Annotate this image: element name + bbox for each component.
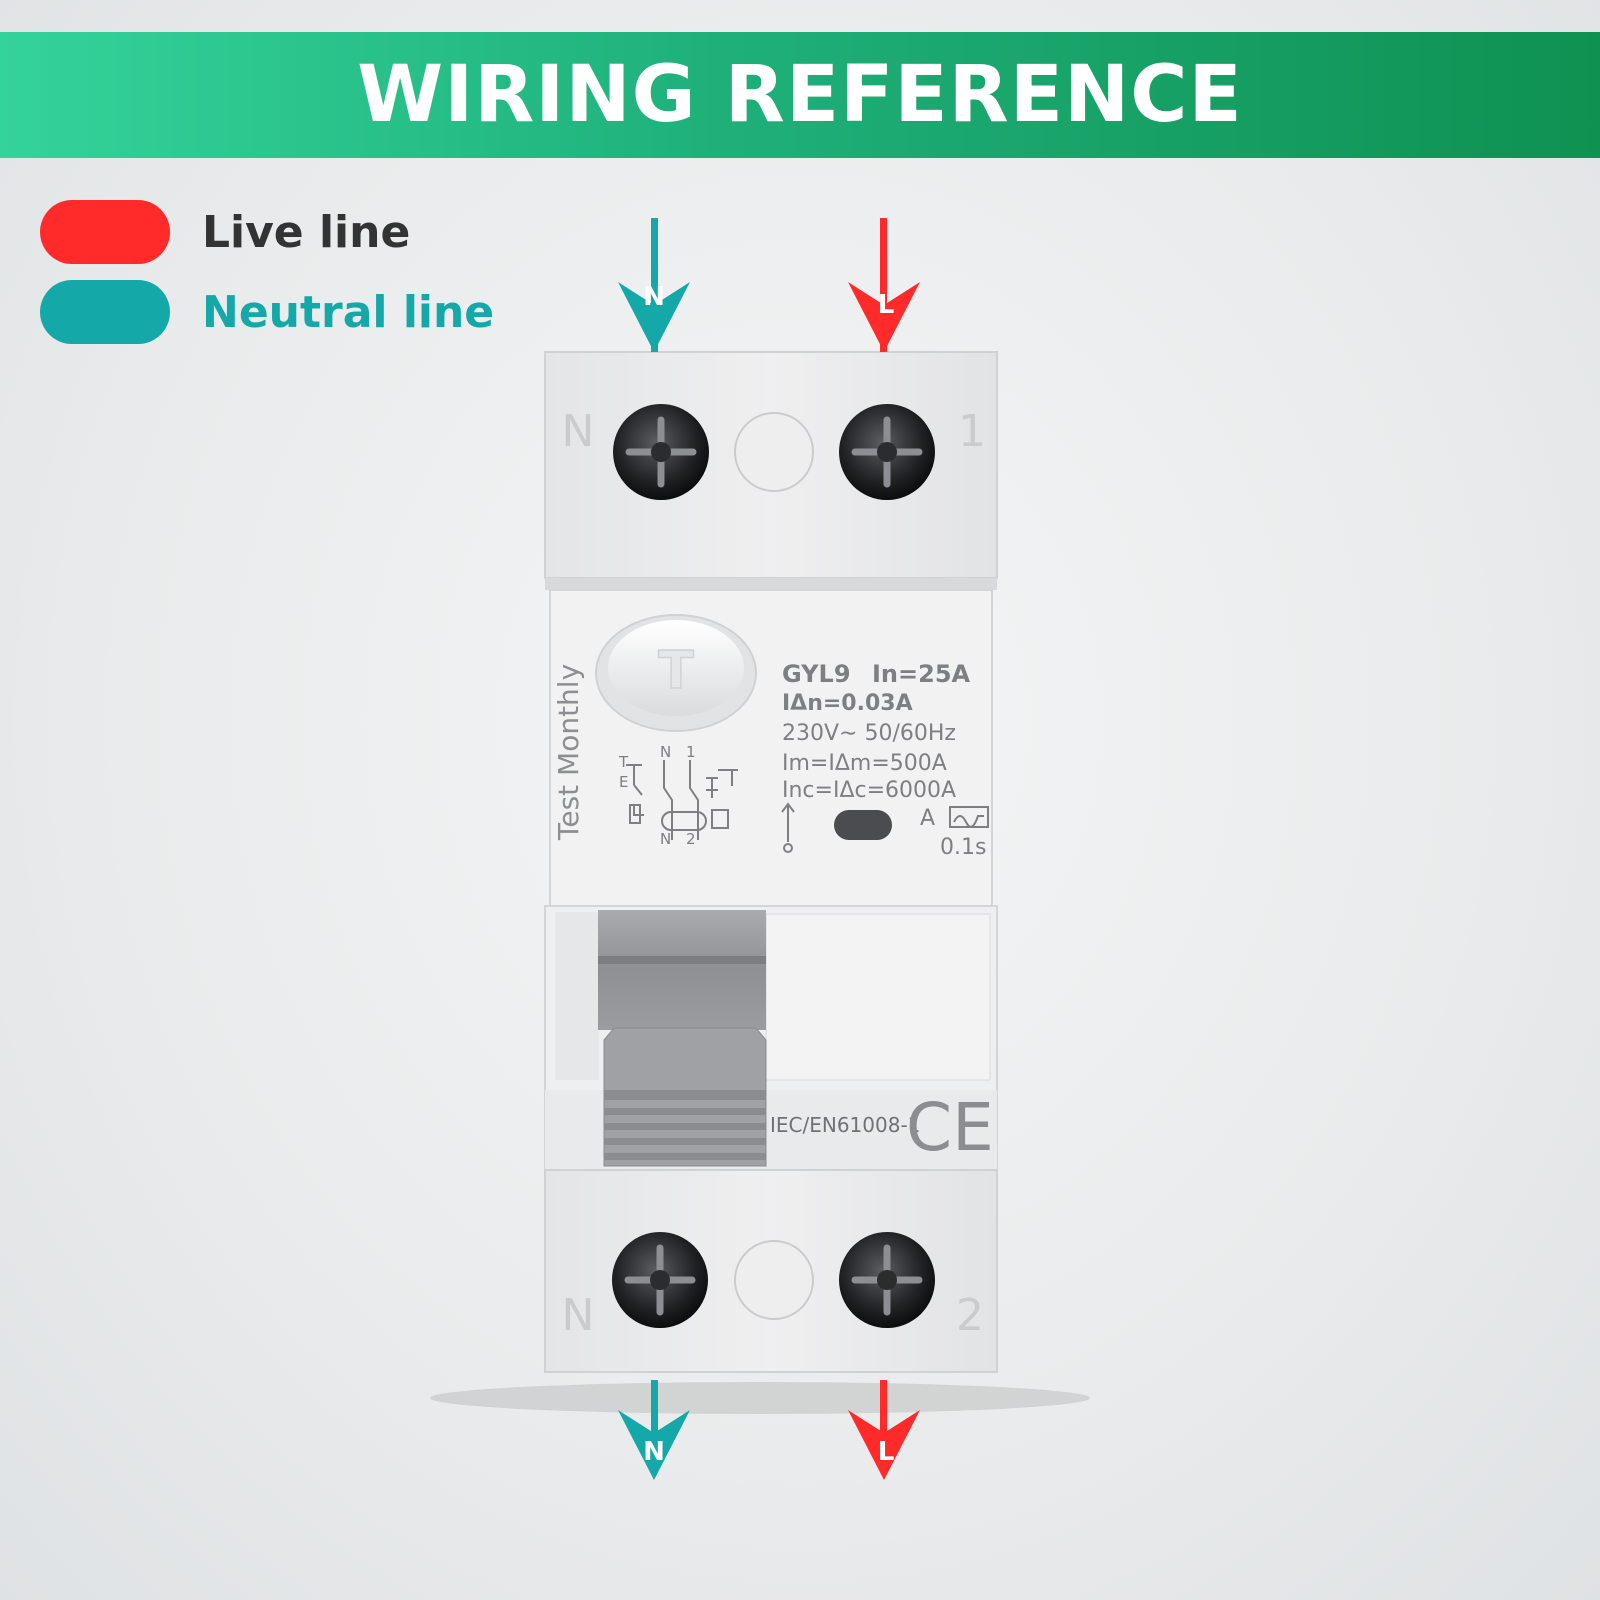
header-banner: WIRING REFERENCE [0, 32, 1600, 158]
standard-number: IEC/EN61008-1 [770, 1113, 920, 1137]
test-button[interactable] [608, 620, 744, 716]
test-section: T Test Monthly [552, 614, 757, 841]
legend-item-neutral: Neutral line [40, 280, 494, 344]
live-line-label: Live line [202, 206, 411, 258]
top-terminals: N 1 [562, 404, 986, 500]
screw-bottom-live-icon[interactable] [839, 1232, 935, 1328]
svg-text:N: N [660, 743, 671, 761]
screw-bottom-neutral-icon[interactable] [612, 1232, 708, 1328]
device-shadow [430, 1382, 1090, 1414]
terminal-label-top-n: N [562, 406, 595, 457]
wire-label-bottom-n: N [643, 1437, 665, 1467]
legend-item-live: Live line [40, 200, 410, 264]
svg-text:N: N [660, 830, 671, 848]
ce-mark: CE [906, 1089, 994, 1166]
rcd-device [544, 351, 998, 1373]
indicator-window-bottom [734, 1240, 814, 1320]
test-monthly-note: Test Monthly [552, 664, 585, 841]
screw-top-neutral-icon[interactable] [613, 404, 709, 500]
switch-housing [555, 910, 991, 1081]
svg-text:1: 1 [686, 743, 696, 761]
test-button-label: T [658, 641, 694, 701]
wire-label-top-n: N [643, 282, 665, 312]
wire-top-neutral: N [618, 218, 690, 352]
top-ridge [545, 578, 997, 590]
switch-guard [598, 910, 766, 1030]
terminal-label-bottom-2: 2 [956, 1290, 984, 1341]
rcd-type: A [920, 806, 935, 831]
bottom-terminals: N 2 [562, 1232, 984, 1341]
wire-top-live: L [848, 218, 920, 352]
making-capacity: Im=IΔm=500A [782, 751, 947, 776]
neutral-line-label: Neutral line [202, 286, 495, 338]
waveform-icon [949, 806, 989, 828]
schematic-labels: T E N 1 N 2 [618, 743, 696, 848]
rated-current: In=25A [872, 660, 971, 688]
trip-time: 0.1s [940, 835, 986, 860]
screw-top-live-icon[interactable] [839, 404, 935, 500]
wire-bottom-neutral: N [618, 1380, 690, 1480]
neutral-line-swatch [40, 280, 170, 344]
residual-current: IΔn=0.03A [782, 691, 913, 716]
conditional-current: Inc=IΔc=6000A [782, 778, 956, 803]
model-number: GYL9 [782, 660, 851, 688]
wire-label-bottom-l: L [878, 1437, 895, 1467]
svg-text:T: T [618, 753, 629, 771]
terminal-label-top-1: 1 [958, 406, 986, 457]
wire-label-top-l: L [878, 290, 895, 320]
page-title: WIRING REFERENCE [357, 50, 1243, 140]
on-off-indicator-icon [781, 802, 795, 853]
status-indicator-slot [834, 810, 892, 840]
indicator-window-top [734, 412, 814, 492]
svg-text:E: E [619, 773, 628, 791]
terminal-label-bottom-n: N [562, 1290, 595, 1341]
spec-label: GYL9 In=25A IΔn=0.03A 230V∼ 50/60Hz Im=I… [782, 660, 986, 860]
live-line-swatch [40, 200, 170, 264]
svg-text:2: 2 [686, 830, 696, 848]
wire-bottom-live: L [848, 1380, 920, 1480]
circuit-schematic [626, 760, 738, 840]
toggle-lever[interactable] [603, 1027, 767, 1167]
voltage-rating: 230V∼ 50/60Hz [782, 721, 956, 746]
